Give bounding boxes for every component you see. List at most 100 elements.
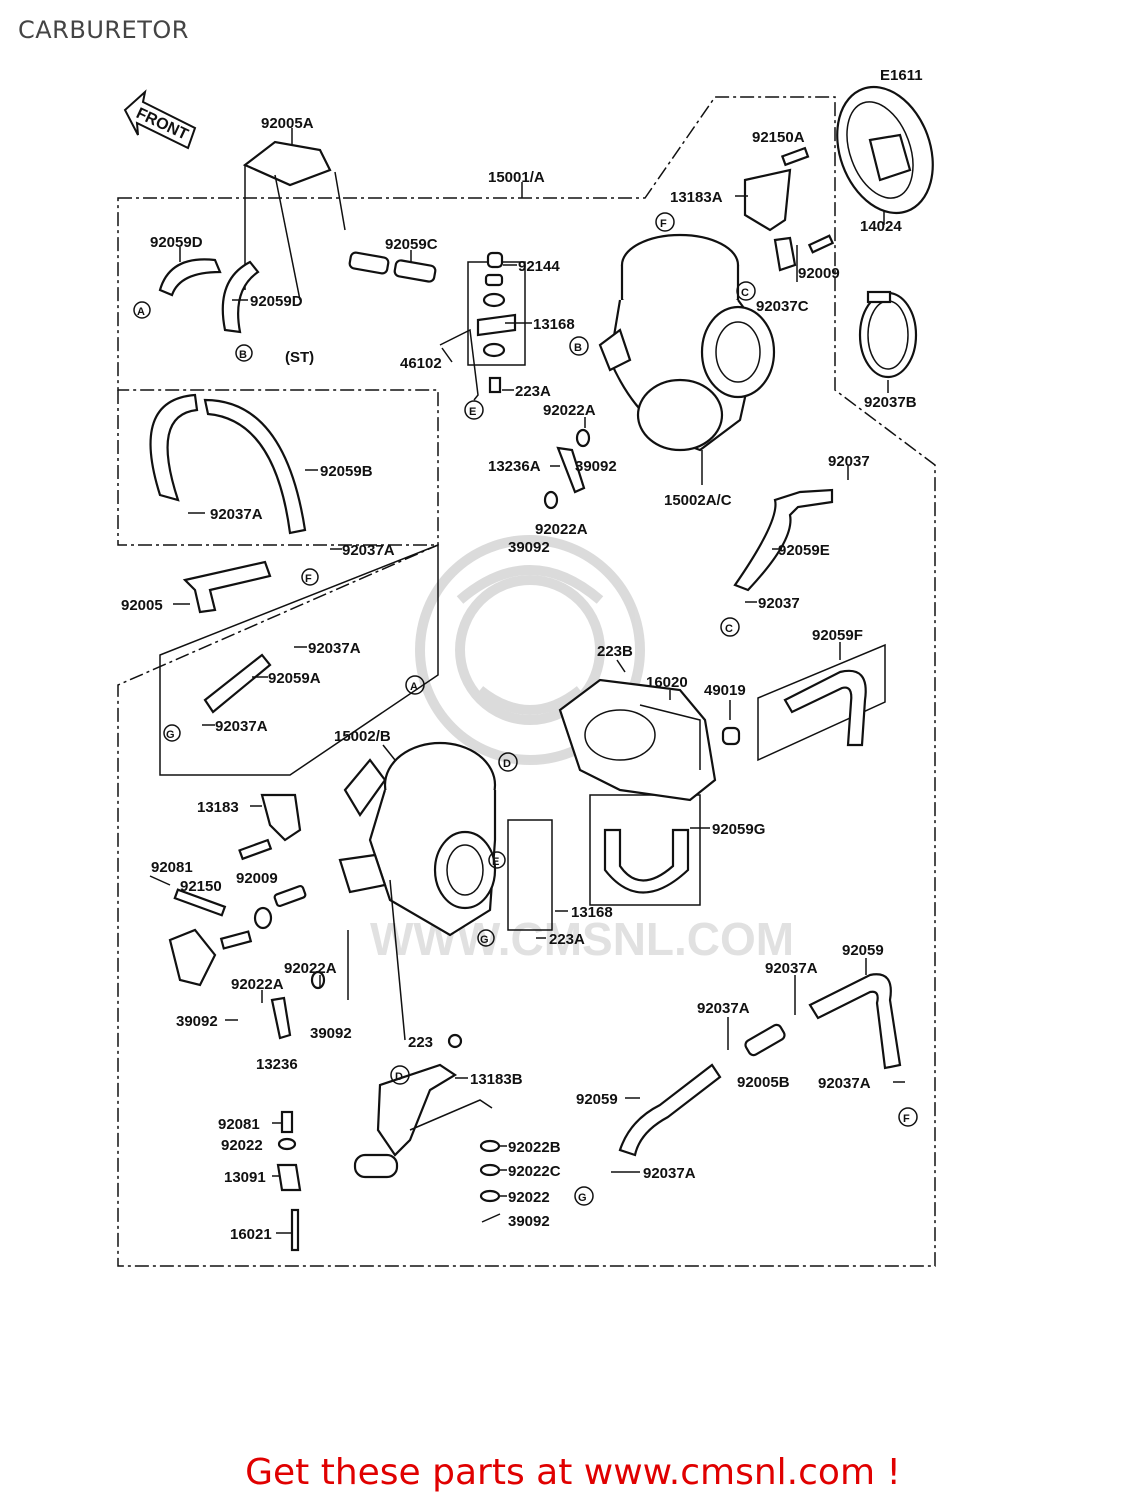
svg-text:F: F — [660, 218, 667, 230]
rod-46102 — [439, 328, 479, 401]
label-92059g: 92059G — [712, 821, 765, 838]
page-title: CARBURETOR — [18, 16, 189, 44]
washer-92022c — [479, 1163, 501, 1177]
svg-text:E: E — [492, 856, 499, 868]
label-92022-2: 92022 — [508, 1189, 550, 1206]
label-92059e: 92059E — [778, 542, 830, 559]
label-92022b: 92022B — [508, 1139, 561, 1156]
label-92059-1: 92059 — [842, 942, 884, 959]
washer-92022b — [479, 1139, 501, 1153]
label-92150: 92150 — [180, 878, 222, 895]
hose-92059c-b — [393, 259, 437, 283]
spring-92081-left — [273, 884, 307, 908]
hose-92059a — [203, 653, 272, 714]
label-15002ac: 15002A/C — [664, 492, 732, 509]
connector-b-2: B — [569, 336, 589, 356]
label-13168-1: 13168 — [533, 316, 575, 333]
clamp-92037c — [773, 236, 797, 272]
label-92059b: 92059B — [320, 463, 373, 480]
label-92081-2: 92081 — [218, 1116, 260, 1133]
hose-92059b — [149, 393, 199, 502]
label-14024: 14024 — [860, 218, 902, 235]
bracket-13236a — [556, 446, 586, 494]
svg-text:A: A — [410, 681, 418, 693]
label-92059a: 92059A — [268, 670, 321, 687]
svg-text:G: G — [578, 1192, 587, 1204]
screw-13091 — [276, 1163, 302, 1192]
watermark-logo: WWW.CMSNL.COM — [370, 535, 794, 965]
bolt-92009-left — [238, 838, 273, 861]
connector-a-1: A — [133, 301, 151, 319]
hose-92059-bottom — [618, 1063, 722, 1157]
label-92005: 92005 — [121, 597, 163, 614]
connector-a-2: A — [405, 675, 425, 695]
front-arrow: FRONT — [123, 89, 197, 150]
label-92037a-6: 92037A — [697, 1000, 750, 1017]
bolt-92150 — [173, 888, 227, 917]
hose-92059c-a — [348, 251, 390, 275]
label-223a-2: 223A — [549, 931, 585, 948]
hose-92059f — [783, 669, 867, 747]
clamp-92037b — [858, 290, 918, 379]
fitting-92005 — [182, 560, 272, 614]
hose-92059-right — [808, 973, 902, 1070]
label-223: 223 — [408, 1034, 433, 1051]
hose-92059d-upper — [158, 258, 222, 297]
connector-e-1: E — [464, 400, 484, 420]
label-92037-1: 92037 — [828, 453, 870, 470]
connector-d-2: D — [390, 1065, 410, 1085]
footer-banner-link[interactable]: Get these parts at www.cmsnl.com ! — [245, 1452, 901, 1493]
label-46102: 46102 — [400, 355, 442, 372]
label-49019: 49019 — [704, 682, 746, 699]
label-92037a-8: 92037A — [643, 1165, 696, 1182]
svg-text:D: D — [503, 758, 511, 770]
label-39092-4: 39092 — [310, 1025, 352, 1042]
washer-92022-b — [479, 1189, 501, 1203]
hose-92059d-lower — [221, 260, 260, 334]
label-15001a: 15001/A — [488, 169, 545, 186]
label-15002b: 15002/B — [334, 728, 391, 745]
washer-92022a-top — [575, 428, 591, 448]
label-92144: 92144 — [518, 258, 560, 275]
connector-f-3: F — [898, 1107, 918, 1127]
label-92059f: 92059F — [812, 627, 863, 644]
washer-92022a-left — [253, 906, 273, 930]
label-92150a: 92150A — [752, 129, 805, 146]
label-92059d-1: 92059D — [150, 234, 203, 251]
spring-92081 — [280, 1110, 294, 1134]
label-13091: 13091 — [224, 1169, 266, 1186]
label-16020: 16020 — [646, 674, 688, 691]
washer-92022a-low — [310, 970, 326, 990]
label-92022a-2: 92022A — [535, 521, 588, 538]
needle-16021 — [290, 1208, 300, 1252]
label-223a-1: 223A — [515, 383, 551, 400]
connector-c-1: C — [736, 281, 756, 301]
label-92022-1: 92022 — [221, 1137, 263, 1154]
label-92022a-4: 92022A — [231, 976, 284, 993]
label-39092-5: 39092 — [508, 1213, 550, 1230]
carburetor-15002ac — [598, 233, 776, 452]
bracket-13183 — [260, 793, 302, 842]
fitting-92005a — [242, 140, 346, 301]
label-13168-2: 13168 — [571, 904, 613, 921]
label-92059d-2: 92059D — [250, 293, 303, 310]
label-13183a: 13183A — [670, 189, 723, 206]
fitting-92005b — [744, 1023, 786, 1057]
label-92005a: 92005A — [261, 115, 314, 132]
label-13236a: 13236A — [488, 458, 541, 475]
label-92037a-7: 92037A — [818, 1075, 871, 1092]
bracket-13183a — [743, 168, 792, 232]
label-39092-3: 39092 — [176, 1013, 218, 1030]
label-92037a-3: 92037A — [308, 640, 361, 657]
label-92037a-5: 92037A — [765, 960, 818, 977]
screw-223 — [447, 1033, 463, 1049]
label-92005b: 92005B — [737, 1074, 790, 1091]
bolt-92009-top — [807, 234, 835, 254]
hose-92059g — [603, 828, 690, 894]
label-92059-2: 92059 — [576, 1091, 618, 1108]
label-92022a-1: 92022A — [543, 402, 596, 419]
svg-text:G: G — [166, 729, 175, 741]
label-92022c: 92022C — [508, 1163, 561, 1180]
clip-39092 — [481, 1213, 501, 1223]
